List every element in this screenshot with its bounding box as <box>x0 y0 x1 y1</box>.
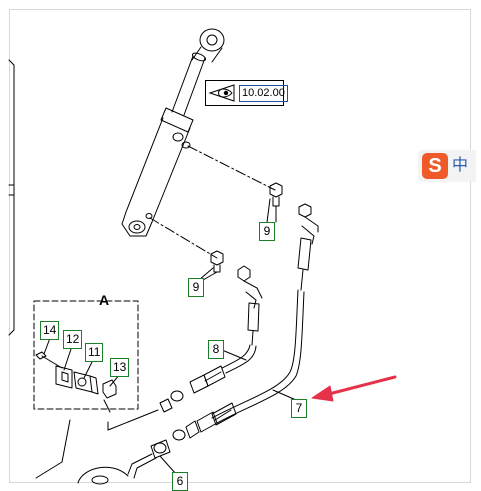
callout-11: 11 <box>85 343 104 362</box>
eye-view-icon <box>208 84 235 102</box>
reference-code: 10.02.00 <box>239 85 288 102</box>
clamp-assembly <box>35 351 117 399</box>
callout-9-upper: 9 <box>259 222 275 241</box>
tube-6 <box>35 419 171 479</box>
hose-8 <box>170 265 263 402</box>
annotation-arrow <box>311 375 397 402</box>
elbow-fitting-lower <box>202 250 224 281</box>
hydraulic-cylinder <box>121 28 225 237</box>
callout-13: 13 <box>110 358 130 377</box>
elbow-fitting-upper <box>269 182 283 223</box>
callout-12: 12 <box>63 330 83 349</box>
callout-9-lower: 9 <box>188 278 204 297</box>
tube-upper <box>103 398 173 431</box>
left-cylinder-partial <box>8 59 15 336</box>
sogou-ime-icon[interactable]: S <box>422 153 448 179</box>
port-leaders <box>149 145 276 259</box>
lower-bracket-partial <box>77 466 129 485</box>
callout-6: 6 <box>172 472 188 491</box>
callout-7: 7 <box>291 399 307 418</box>
ime-toolbar[interactable]: S 中 <box>418 150 476 182</box>
ime-mode-toggle[interactable]: 中 <box>452 157 469 174</box>
detail-a-label: A <box>99 292 110 308</box>
callout-8: 8 <box>208 340 224 359</box>
callout-14: 14 <box>40 321 60 340</box>
reference-box: 10.02.00 <box>205 80 288 106</box>
detail-a-box <box>33 300 139 410</box>
hose-7 <box>172 203 319 441</box>
